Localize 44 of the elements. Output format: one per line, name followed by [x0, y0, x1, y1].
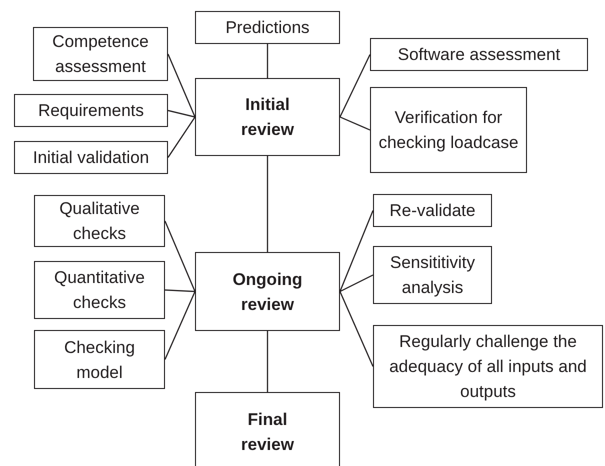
activity-box	[370, 38, 588, 71]
activity-label: Requirements	[38, 100, 144, 122]
stage-title: Final review	[240, 409, 295, 456]
connector-line	[168, 110, 196, 118]
connector-line	[266, 156, 268, 252]
activity-label: Predictions	[225, 17, 310, 39]
stage-box	[195, 392, 340, 466]
stage-box	[195, 252, 340, 331]
connector-line	[167, 54, 196, 118]
stage-title: Initial review	[240, 94, 295, 141]
connector-line	[266, 44, 268, 78]
connector-line	[339, 54, 371, 118]
connector-line	[340, 274, 374, 292]
activity-box	[34, 330, 165, 389]
activity-box	[34, 261, 165, 319]
connector-line	[164, 220, 196, 292]
connector-line	[339, 210, 374, 292]
stage-title: Ongoing review	[232, 268, 304, 316]
activity-box	[34, 195, 165, 247]
connector-line	[168, 116, 196, 158]
stage-box	[195, 78, 340, 156]
activity-label: Software assessment	[398, 44, 560, 66]
activity-box	[373, 325, 603, 408]
activity-box	[373, 246, 492, 304]
activity-label: Regularly challenge the adequacy of all inputs and outputs	[388, 331, 588, 403]
activity-box	[370, 87, 527, 173]
activity-label: Competence assessment	[51, 31, 150, 78]
activity-box	[14, 94, 168, 127]
connector-line	[339, 291, 374, 367]
activity-box	[14, 141, 168, 174]
activity-label: Qualitative checks	[58, 198, 141, 245]
activity-label: Re-validate	[390, 200, 476, 222]
activity-label: Sensititivity analysis	[388, 252, 476, 299]
activity-label: Checking model	[63, 336, 136, 384]
connector-line	[164, 289, 196, 292]
activity-label: Quantitative checks	[53, 267, 146, 314]
activity-label: Initial validation	[32, 147, 150, 169]
connector-line	[164, 291, 196, 360]
connector-line	[266, 331, 268, 392]
activity-label: Verification for checking loadcase	[378, 107, 520, 154]
activity-box	[33, 27, 168, 81]
activity-box	[373, 194, 492, 227]
connector-line	[340, 116, 370, 131]
activity-box	[195, 11, 340, 44]
